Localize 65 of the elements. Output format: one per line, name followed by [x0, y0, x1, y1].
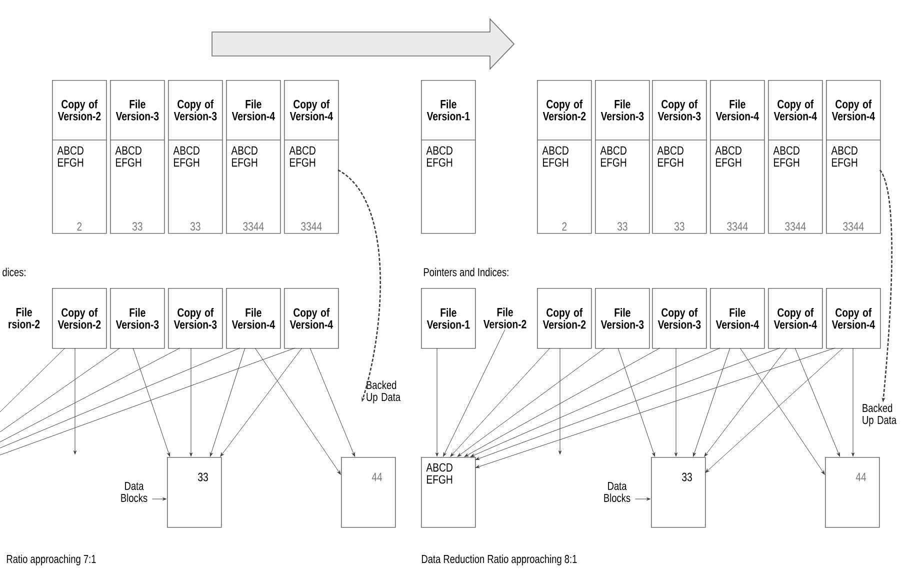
ratio-caption: Ratio approaching 7:1 [6, 554, 96, 566]
data-block-box: 33 [167, 457, 222, 528]
pointer-box: File Version-4 [710, 288, 765, 349]
arrow [852, 348, 854, 456]
pointer-box: File Version-3 [110, 288, 165, 349]
arrow [450, 348, 550, 457]
arrow [704, 348, 788, 457]
file-version-box: Copy of Version-3 ABCD EFGH 33 [652, 80, 708, 234]
file-version-box: File Version-4 ABCD EFGH 3344 [226, 80, 282, 234]
ratio-caption: Data Reduction Ratio approaching 8:1 [422, 554, 577, 566]
text-label: Data Blocks [604, 482, 630, 502]
file-version-box: File Version-4 ABCD EFGH 3344 [710, 80, 766, 234]
text-label: Data Blocks [121, 482, 148, 502]
arrow [457, 348, 606, 457]
pointer-box: File Version-3 [595, 288, 650, 349]
data-block-box: ABCD EFGH [421, 457, 476, 528]
arrow [132, 348, 170, 457]
arrow [794, 348, 840, 457]
file-version-box: Copy of Version-4 ABCD EFGH 3344 [284, 80, 340, 234]
arrow [464, 348, 660, 457]
pointer-box: Copy of Version-4 [284, 288, 339, 349]
data-block-box: 44 [825, 457, 880, 528]
arrow [692, 348, 730, 457]
arrow [190, 348, 192, 456]
file-version-box: Copy of Version-4 ABCD EFGH 3344 [826, 80, 882, 234]
data-block-box: 33 [651, 457, 706, 528]
arrow [210, 348, 246, 457]
arrow [475, 348, 836, 468]
pointer-box: Copy of Version-3 [168, 288, 223, 349]
arrow [558, 348, 562, 454]
text-label: File Version-2 [483, 308, 526, 328]
pointer-box: Copy of Version-2 [52, 288, 107, 349]
file-version-box: Copy of Version-2 ABCD EFGH 2 [52, 80, 108, 234]
arrow [436, 348, 438, 456]
arrow [254, 348, 341, 475]
pointer-box: File Version-4 [226, 288, 281, 349]
data-block-box: 44 [341, 457, 396, 528]
file-version-box: Copy of Version-2 ABCD EFGH 2 [536, 80, 592, 234]
file-version-box: Copy of Version-3 ABCD EFGH 33 [168, 80, 224, 234]
pointer-box: Copy of Version-2 [537, 288, 592, 349]
arrow [310, 348, 355, 457]
section-label: dices: [2, 268, 26, 276]
pointer-box: Copy of Version-3 [652, 288, 707, 349]
pointer-box: File Version-1 [421, 288, 476, 349]
arrow [674, 348, 678, 456]
arrow [74, 348, 76, 454]
text-label: File rsion-2 [8, 308, 40, 328]
file-version-box: File Version-3 ABCD EFGH 33 [594, 80, 650, 234]
arrow [634, 498, 651, 500]
arrow [618, 348, 656, 457]
arrow [152, 498, 167, 500]
arrow [705, 348, 844, 473]
section-label: Pointers and Indices: [424, 268, 508, 276]
arrow [470, 348, 720, 457]
file-version-box: Copy of Version-4 ABCD EFGH 3344 [768, 80, 824, 234]
arrow [220, 348, 302, 457]
pointer-box: Copy of Version-4 [826, 288, 881, 349]
arrow [475, 348, 780, 460]
text-label: Backed Up Data [366, 380, 401, 404]
text-label: Backed Up Data [862, 404, 897, 426]
arrow [443, 329, 506, 457]
file-version-box: File Version-3 ABCD EFGH 33 [110, 80, 166, 234]
arrow [740, 348, 825, 475]
pointer-box: Copy of Version-4 [768, 288, 823, 349]
file-version-box: File Version-1 ABCD EFGH [420, 80, 476, 234]
